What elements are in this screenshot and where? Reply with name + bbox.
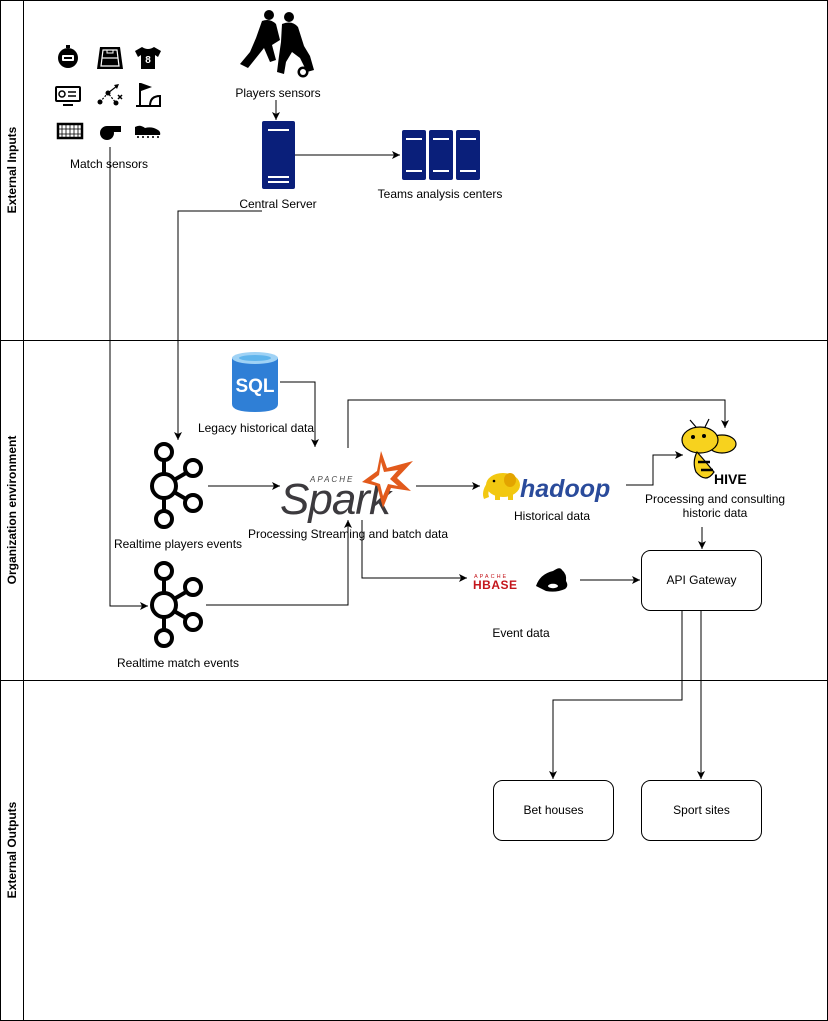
connector-kafka-match-to-spark <box>206 520 352 606</box>
hadoop-elephant-icon <box>483 473 520 500</box>
realtime-match-events-label: Realtime match events <box>117 656 239 670</box>
sport-sites-box: Sport sites <box>641 780 762 841</box>
spark-apache-label: APACHE <box>309 475 354 484</box>
server-icon <box>262 121 295 189</box>
sql-database-icon: SQL <box>232 352 278 412</box>
connector-spark-to-hbase <box>361 520 467 582</box>
historical-data-label: Historical data <box>514 509 590 523</box>
kafka-icon <box>150 561 203 648</box>
football-boot-icon <box>135 125 161 138</box>
match-sensors-icons: 8 <box>55 45 161 140</box>
spark-caption: Processing Streaming and batch data <box>248 527 448 541</box>
hadoop-wordmark: hadoop <box>520 475 610 503</box>
sql-badge: SQL <box>235 376 274 397</box>
stopwatch-icon <box>58 45 78 68</box>
hive-wordmark: HIVE <box>714 471 747 487</box>
jersey-number: 8 <box>145 55 151 66</box>
bet-houses-box: Bet houses <box>493 780 614 841</box>
event-data-label: Event data <box>492 626 550 640</box>
orca-icon <box>536 568 568 592</box>
connector-server-to-kafka-players <box>174 210 262 440</box>
jersey-icon: 8 <box>135 47 161 69</box>
hive-logo: HIVE <box>681 418 747 487</box>
ball-highlight <box>300 69 306 75</box>
central-server-label: Central Server <box>239 197 316 211</box>
corner-flag-icon <box>136 83 161 107</box>
spark-logo: APACHE Spark <box>280 451 413 524</box>
connector-spark-to-hive <box>347 399 729 448</box>
lane-title-organization-environment: Organization environment <box>5 436 19 585</box>
football-field-icon <box>97 47 123 69</box>
connector-match-sensors-to-kafka-match <box>109 147 148 610</box>
kafka-icon <box>150 442 203 529</box>
lane-title-external-outputs: External Outputs <box>5 801 19 898</box>
api-gateway-box: API Gateway <box>641 550 762 611</box>
hadoop-logo: hadoop <box>483 473 610 503</box>
scoreboard-icon <box>55 86 81 106</box>
hbase-apache-label: APACHE <box>474 574 508 580</box>
match-sensors-label: Match sensors <box>70 157 148 171</box>
teams-analysis-centers-label: Teams analysis centers <box>378 187 503 201</box>
whistle-icon <box>100 126 121 140</box>
hbase-wordmark: HBASE <box>473 578 518 592</box>
connector-hadoop-to-hive <box>626 451 683 486</box>
players-sensors-label: Players sensors <box>235 86 320 100</box>
lane-title-external-inputs: External Inputs <box>5 126 19 213</box>
connector-legacy-to-spark <box>280 381 319 447</box>
api-gateway-label: API Gateway <box>666 573 736 587</box>
server-cluster-icon <box>402 130 480 180</box>
soccer-players-icon <box>240 10 314 78</box>
hive-caption-line-1: Processing and consulting <box>645 492 785 506</box>
realtime-players-events-label: Realtime players events <box>114 537 242 551</box>
sport-sites-label: Sport sites <box>673 803 730 817</box>
legacy-historical-data-label: Legacy historical data <box>198 421 314 435</box>
hive-bee-icon <box>681 418 737 479</box>
hive-caption-line-2: historic data <box>683 506 748 520</box>
goal-net-icon <box>56 122 84 140</box>
tactics-icon <box>97 84 123 106</box>
bet-houses-label: Bet houses <box>523 803 583 817</box>
hbase-logo: APACHE HBASE <box>473 568 568 592</box>
connectors <box>109 100 729 779</box>
connector-api-to-bet-houses <box>549 611 683 779</box>
